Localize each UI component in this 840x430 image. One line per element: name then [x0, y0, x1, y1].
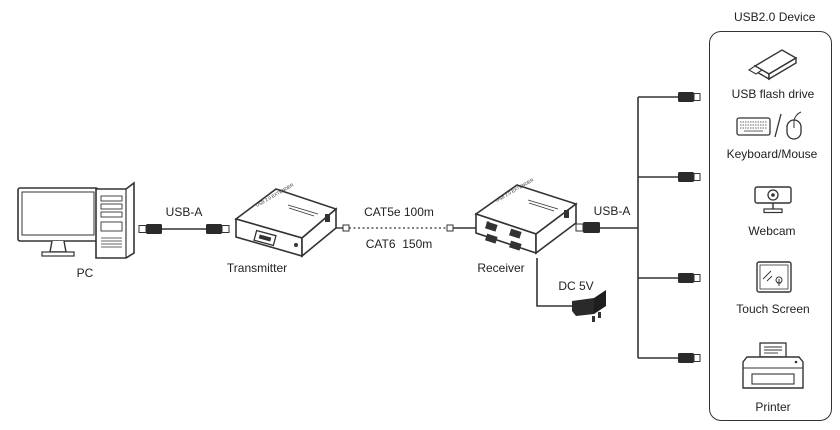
usb-flash-drive-icon: [747, 49, 798, 81]
usb-branch-3: [638, 273, 701, 283]
device-label-usb-flash-drive: USB flash drive: [731, 87, 815, 101]
cable-cat5e-label: CAT5e 100m: [364, 205, 434, 219]
device-label-keyboard-mouse: Keyboard/Mouse: [726, 147, 818, 161]
receiver-label: Receiver: [477, 261, 525, 275]
device-label-webcam: Webcam: [748, 224, 796, 238]
usb-branch-4: [638, 353, 701, 363]
receiver-device: USB 2.0 EXTENDER: [474, 177, 578, 255]
usb-device-group-box: [709, 31, 832, 421]
usb-cable-receiver-hub: [575, 97, 639, 358]
pc-label: PC: [76, 266, 94, 280]
usb-a-right-label: USB-A: [593, 204, 631, 218]
transmitter-label: Transmitter: [226, 261, 288, 275]
usb-branch-1: [638, 92, 701, 102]
power-adapter: [536, 258, 606, 322]
pc-icon: [17, 181, 135, 259]
keyboard-mouse-icon: [736, 111, 802, 140]
device-label-printer: Printer: [755, 400, 791, 414]
transmitter-device: USB 2.0 EXTENDER: [234, 182, 338, 258]
usb-branch-2: [638, 172, 701, 182]
printer-icon: [742, 342, 804, 389]
usb-branch-lines: [638, 92, 701, 363]
touch-screen-icon: [756, 261, 792, 293]
device-group-title: USB2.0 Device: [734, 10, 816, 24]
network-cable: [336, 224, 476, 232]
usb-a-left-label: USB-A: [165, 205, 203, 219]
cable-cat6-label: CAT6 150m: [365, 237, 433, 251]
power-label: DC 5V: [558, 279, 594, 293]
usb-cable-pc-transmitter: [138, 224, 230, 234]
webcam-icon: [754, 186, 792, 214]
device-label-touch-screen: Touch Screen: [736, 302, 810, 316]
